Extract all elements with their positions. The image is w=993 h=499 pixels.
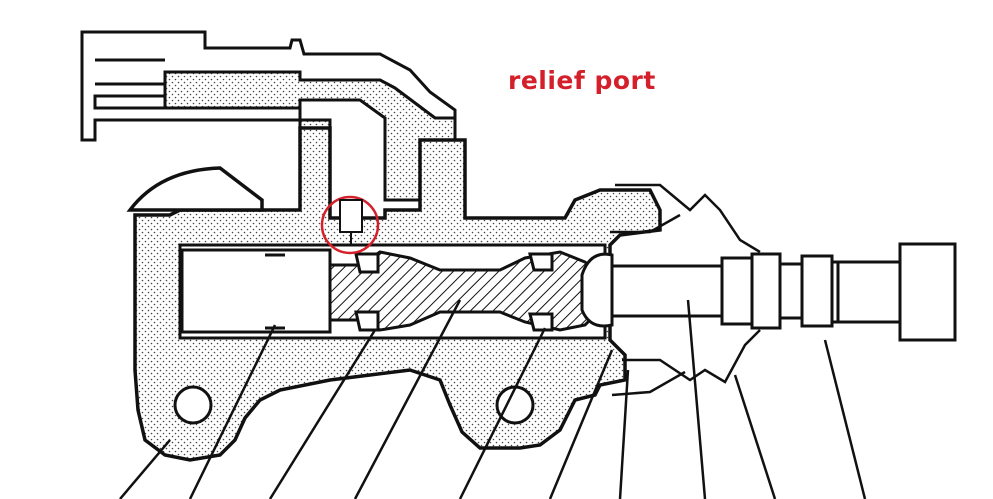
pushrod <box>580 242 957 342</box>
relief-port-highlight-circle <box>320 195 380 255</box>
relief-port-passage <box>339 199 363 246</box>
relief-port-label: relief port <box>508 66 656 95</box>
rubber-boot <box>610 183 761 397</box>
leader-lines <box>119 299 867 499</box>
